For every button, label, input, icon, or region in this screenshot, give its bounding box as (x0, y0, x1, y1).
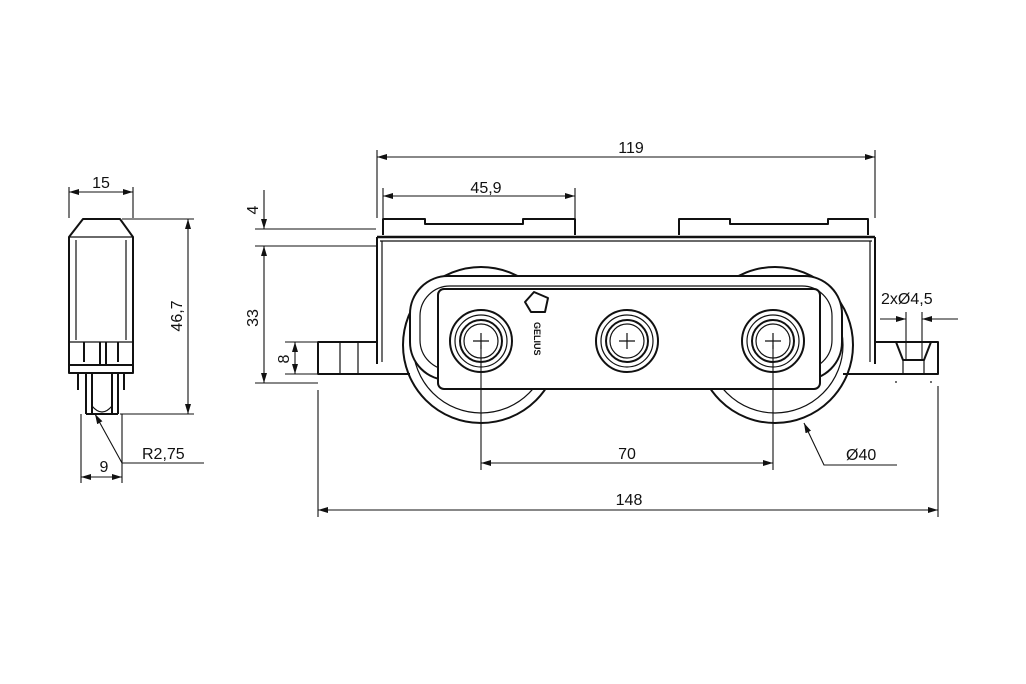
dim-side-width: 15 (92, 175, 110, 192)
logo-text: GELIUS (532, 322, 542, 356)
top-rail-left (382, 218, 576, 235)
dim-side-radius: R2,75 (142, 446, 185, 463)
dim-flange-height: 8 (276, 354, 293, 363)
side-view: 15 46,7 9 R2,75 (68, 175, 204, 483)
front-view: GELIUS 119 45,9 4 33 8 2xØ4,5 7 (245, 140, 958, 517)
flange-left (317, 341, 410, 375)
dim-rail-length: 45,9 (470, 180, 501, 197)
dim-wheel-diameter: Ø40 (846, 447, 876, 464)
side-view-legs (77, 373, 125, 414)
axle-center (595, 309, 659, 373)
dim-top-length: 119 (618, 140, 644, 157)
side-view-base-plate (68, 364, 134, 374)
dim-total-length: 148 (616, 492, 643, 509)
dim-side-base-width: 9 (100, 459, 109, 476)
dim-wheel-spacing: 70 (618, 446, 636, 463)
dim-rail-height: 4 (245, 205, 262, 214)
flange-hole-countersink (895, 341, 932, 361)
dim-side-height: 46,7 (169, 300, 186, 331)
side-view-clip (83, 342, 119, 365)
dim-body-height: 33 (245, 309, 262, 327)
front-plate (437, 288, 821, 390)
top-rail-right (678, 218, 869, 235)
dim-hole-diameter: 2xØ4,5 (881, 291, 933, 308)
logo-icon (524, 291, 549, 313)
